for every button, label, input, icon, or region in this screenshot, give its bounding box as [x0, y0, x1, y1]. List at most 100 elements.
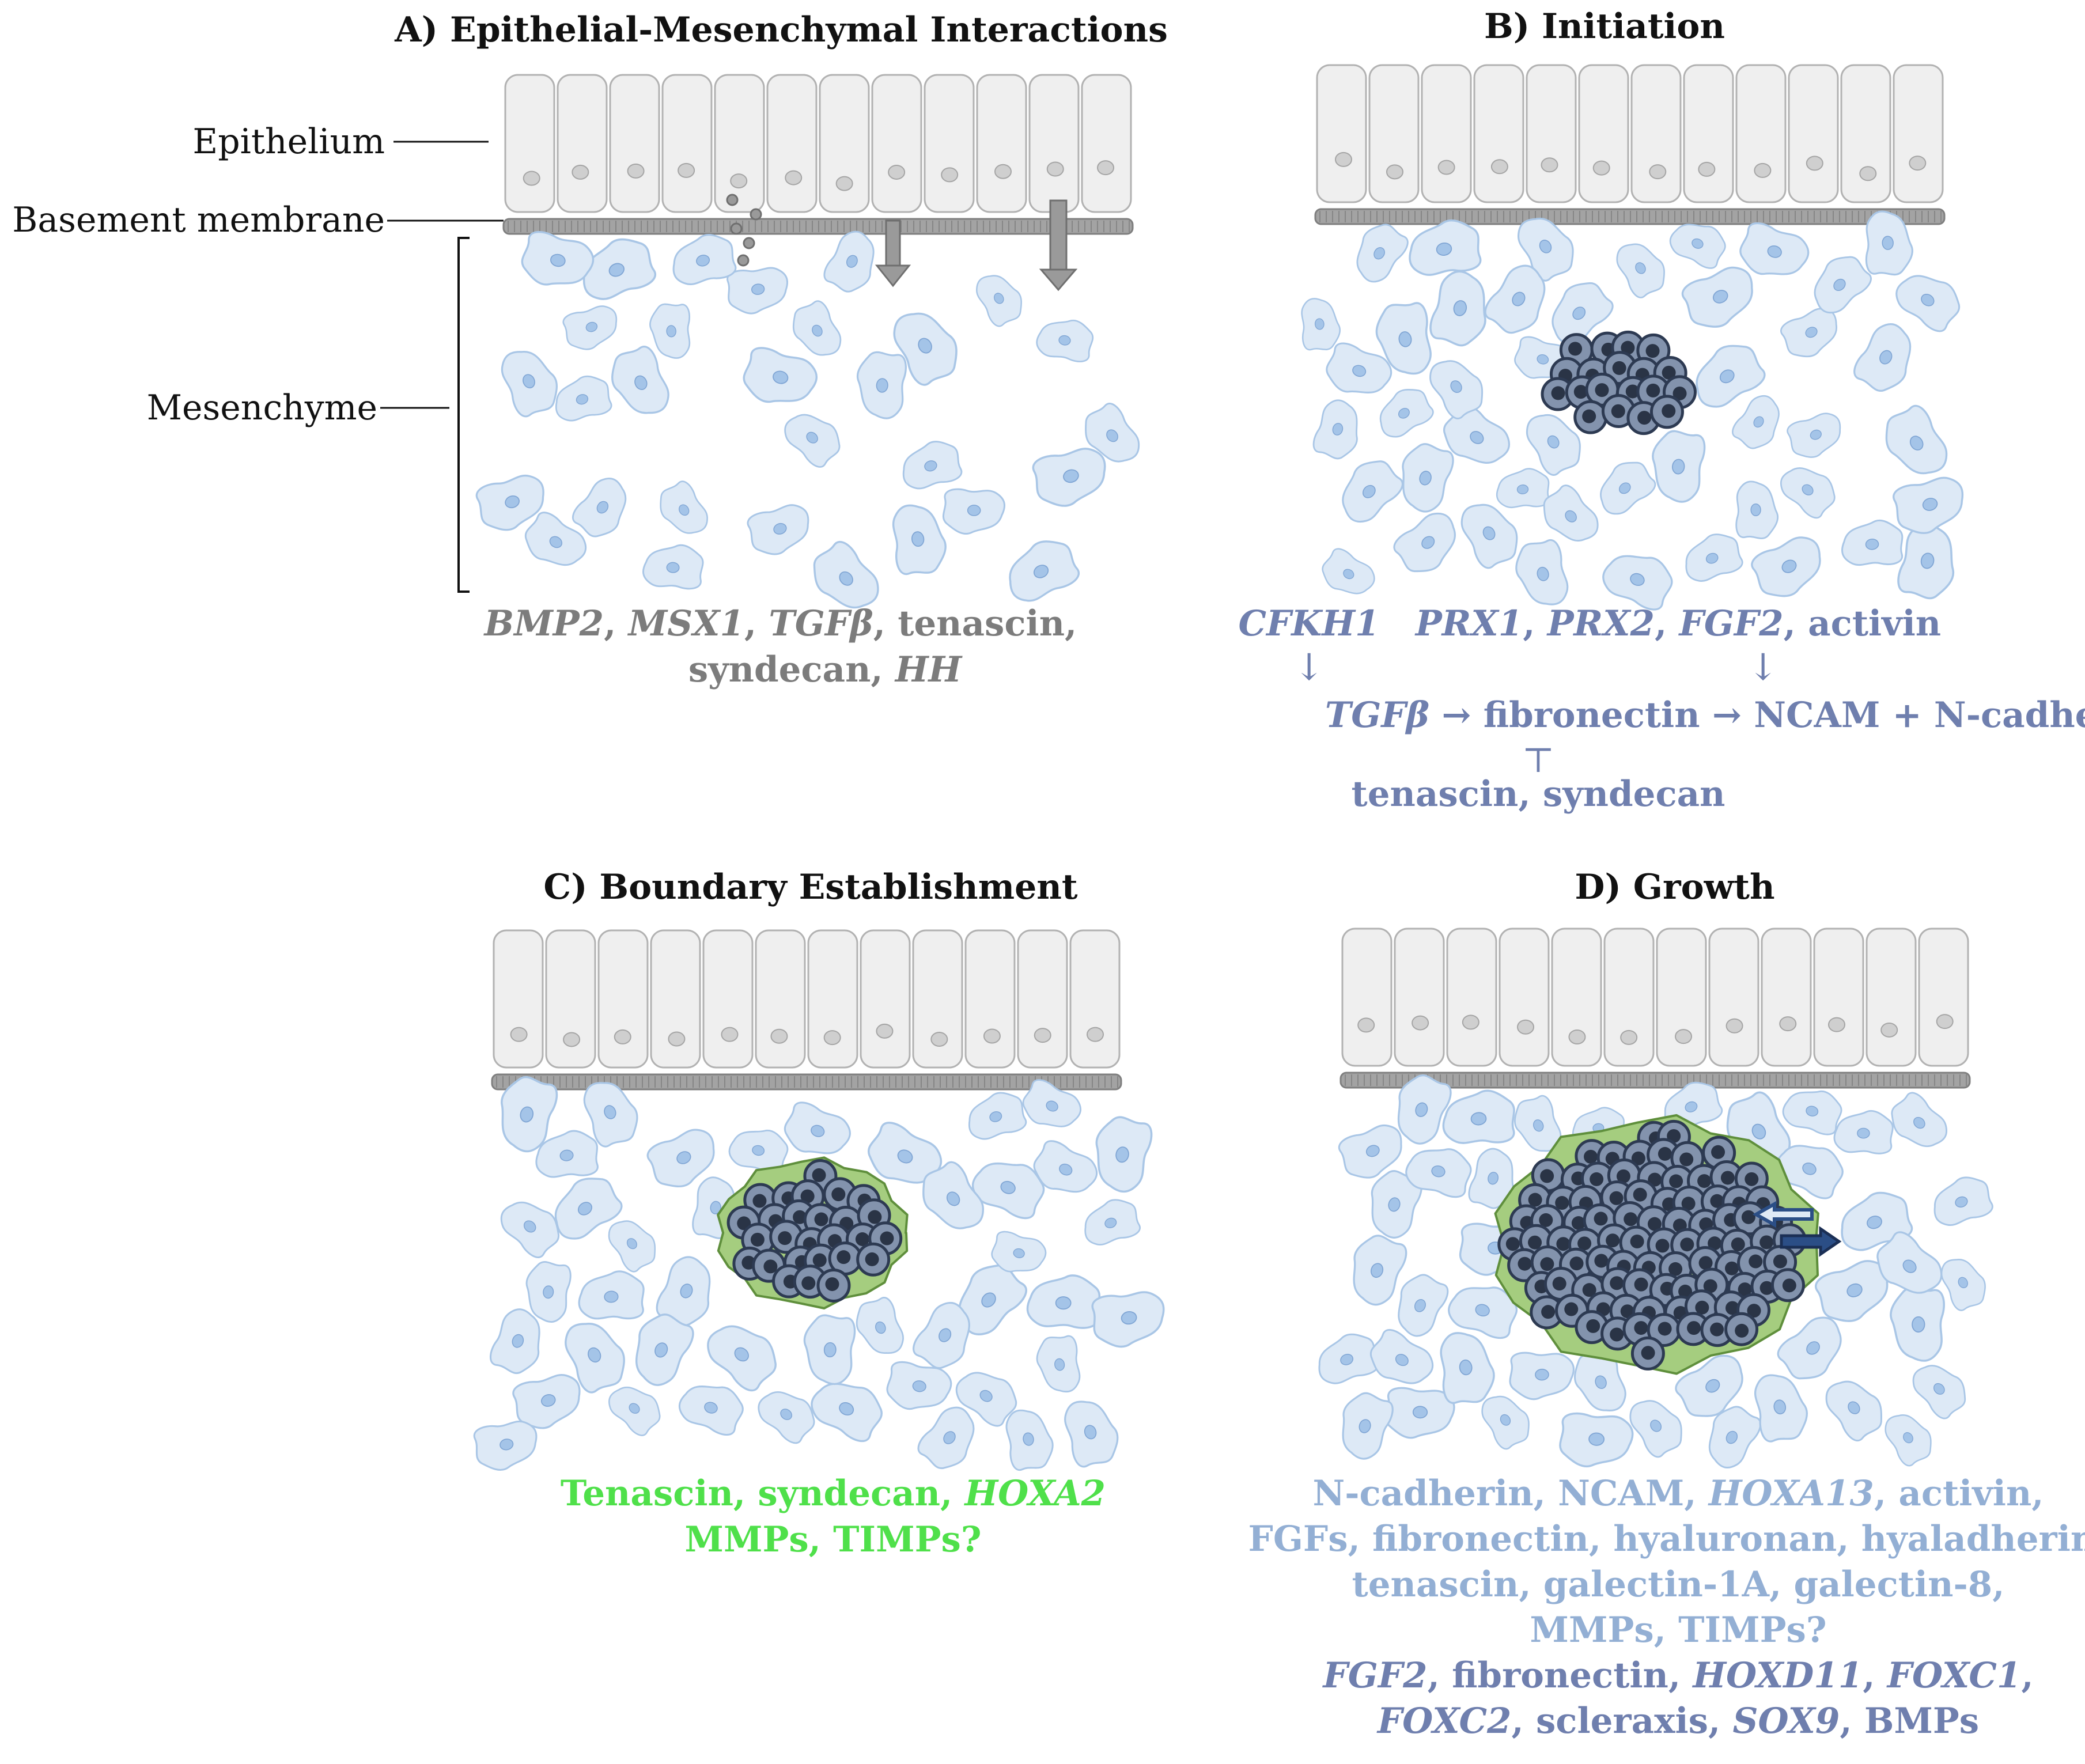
condensed-cell: [1770, 1268, 1805, 1303]
epithelial-nucleus: [1412, 1015, 1429, 1031]
mesenchymal-cell: [1429, 270, 1486, 347]
epithelial-nucleus: [1620, 1029, 1638, 1045]
epithelial-nucleus: [888, 164, 906, 180]
mesenchymal-cell: [608, 1386, 661, 1436]
mesenchymal-cell: [1895, 275, 1961, 332]
mesenchymal-cell: [578, 1270, 645, 1320]
mesenchymal-cell: [1543, 484, 1599, 542]
mesenchymal-cell: [1429, 360, 1484, 419]
panel-c-line1: Tenascin, syndecan, HOXA2: [561, 1473, 1106, 1514]
mesenchymal-cell: [1708, 1406, 1762, 1469]
mesenchymal-cell: [893, 312, 958, 386]
condensed-cell: [769, 1220, 804, 1254]
mesenchymal-cell: [1342, 460, 1403, 523]
epithelial-cell: [1551, 928, 1602, 1067]
mesenchymal-cell: [1751, 536, 1821, 597]
mesenchymal-cell: [678, 1386, 744, 1436]
mesenchymal-cell: [611, 346, 669, 414]
epithelial-cell: [1499, 928, 1550, 1067]
mesenchymal-cell: [1833, 1110, 1894, 1154]
mesenchymal-cell: [1402, 443, 1454, 513]
mesenchymal-cell: [784, 414, 841, 468]
growth-arrow-outward: [1780, 1226, 1842, 1257]
panel-d-light-line4: MMPs, TIMPs?: [1530, 1610, 1826, 1651]
mesenchymal-cell: [1696, 345, 1766, 408]
mesenchymal-cell: [582, 238, 656, 300]
mesenchymal-cell: [672, 234, 737, 286]
epithelial-cell: [1017, 929, 1068, 1069]
epithelial-nucleus: [1386, 164, 1403, 180]
mesenchymal-cell: [1600, 461, 1656, 515]
mesenchymal-cell: [1940, 1259, 1986, 1311]
condensed-cell: [1573, 400, 1608, 434]
pathway-line: TGFβ → fibronectin → NCAM + N-cadherin: [1325, 695, 2085, 736]
epithelial-nucleus: [510, 1027, 528, 1042]
mesenchymal-cell: [565, 1323, 625, 1394]
panel-c-title: C) Boundary Establishment: [543, 867, 1078, 907]
mesenchymal-cell: [1091, 1291, 1165, 1348]
mesenchymal-cell: [857, 351, 907, 419]
epithelial-nucleus: [1517, 1019, 1535, 1035]
epithelial-cell: [1630, 64, 1682, 203]
mesenchymal-cell: [1338, 1125, 1402, 1179]
mesenchymal-cell: [1885, 1414, 1932, 1467]
epithelial-cell: [964, 929, 1016, 1069]
panel-a-title: A) Epithelial-Mesenchymal Interactions: [394, 10, 1168, 50]
mesenchymal-cell: [1739, 222, 1810, 275]
mesenchymal-cell: [1602, 555, 1673, 611]
mesenchymal-cell: [902, 441, 963, 490]
mesenchymal-cell: [646, 1129, 715, 1188]
panel-c-line2: MMPs, TIMPs?: [684, 1519, 981, 1560]
epithelial-nucleus: [1541, 157, 1558, 173]
mesenchymal-cell: [501, 1076, 558, 1153]
mesenchymal-cell: [743, 347, 818, 403]
mesenchymal-cell: [1460, 504, 1518, 569]
epithelial-nucleus: [1936, 1014, 1954, 1029]
mesenchymal-cell: [525, 1261, 572, 1323]
mesenchymal-cell: [1876, 1231, 1943, 1294]
panel-d-light-line1: N-cadherin, NCAM, HOXA13, activin,: [1312, 1473, 2044, 1514]
epithelial-cell: [976, 74, 1027, 213]
mesenchymal-cell: [475, 474, 544, 531]
mesenchymal-cell: [1481, 1395, 1530, 1450]
mesenchymal-cell: [554, 1178, 623, 1240]
mesenchymal-cell: [1005, 1409, 1054, 1471]
mesenchymal-cell: [1409, 219, 1482, 276]
epithelial-cell: [1028, 74, 1080, 213]
mesenchymal-cell: [758, 1391, 815, 1444]
epithelial-nucleus: [1357, 1017, 1375, 1033]
mesenchymal-cell: [1853, 323, 1912, 392]
panel-b-title: B) Initiation: [1484, 6, 1725, 47]
condensed-cell: [1530, 1295, 1564, 1330]
mesenchymal-cell: [1312, 399, 1358, 460]
growth-arrow-inward: [1752, 1201, 1814, 1228]
mesenchymal-cell: [1397, 1074, 1452, 1145]
panel-b: B) Initiation CFKH1 PRX1, PRX2, FGF2, ac…: [1239, 6, 2085, 815]
mesenchymal-cell: [1893, 476, 1964, 535]
mesenchymal-cell: [1033, 1140, 1098, 1193]
mesenchymal-cell: [1891, 1092, 1948, 1148]
mesenchymal-cell: [823, 230, 875, 293]
epithelial-cell: [1918, 928, 1969, 1067]
epithelial-nucleus: [678, 162, 695, 178]
epithelial-nucleus: [614, 1029, 631, 1044]
mesenchymal-cell: [707, 1325, 777, 1392]
mesenchymal-cell: [572, 478, 627, 537]
mesenchymal-cell: [1384, 1387, 1455, 1439]
epithelial-cell: [557, 74, 608, 213]
mesenchymal-cell: [1379, 388, 1434, 438]
mesenchymal-cell: [856, 1297, 904, 1354]
epithelial-nucleus: [1097, 160, 1115, 176]
mesenchymal-cell: [1026, 1274, 1100, 1329]
mesenchymal-cell: [1777, 1316, 1842, 1380]
mesenchyme-cells: [473, 1076, 1165, 1471]
panel-d-light-line2: FGFs, fibronectin, hyaluronan, hyaladher…: [1248, 1519, 2085, 1559]
mesenchymal-cell: [1669, 224, 1726, 269]
epithelial-nucleus: [721, 1027, 739, 1042]
mesenchymal-cell: [1022, 1079, 1082, 1127]
mesenchyme-cells: [1318, 1074, 1993, 1469]
epithelial-nucleus: [1437, 160, 1455, 175]
epithelial-cell: [1813, 928, 1864, 1067]
epithelial-cell: [1840, 64, 1891, 203]
mesenchymal-cell: [1732, 395, 1780, 449]
